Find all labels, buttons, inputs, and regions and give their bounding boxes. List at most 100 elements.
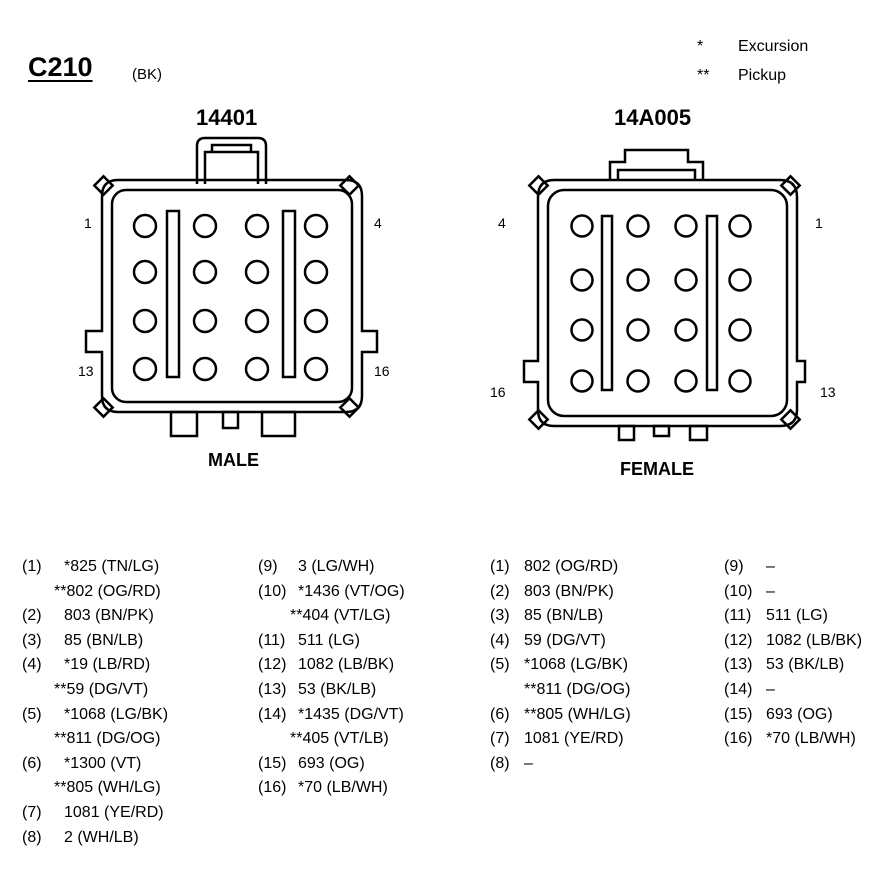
- circuit-wire: 1082 (LB/BK): [298, 656, 395, 674]
- legend-label-pickup: Pickup: [738, 67, 787, 84]
- circuit-pin: (1): [22, 558, 42, 575]
- circuit-wire: **404 (VT/LG): [290, 607, 391, 625]
- circuit-pin: (6): [22, 754, 42, 772]
- circuit-wire: *1068 (LG/BK): [64, 705, 169, 723]
- female-pin-label-top-right: 1: [815, 215, 823, 231]
- pin-socket: [728, 268, 752, 292]
- pin-socket: [303, 213, 329, 239]
- legend-symbol-excursion: *: [697, 38, 704, 55]
- circuit-pin: (13): [258, 681, 287, 698]
- pin-socket: [192, 308, 218, 334]
- pin-socket: [674, 214, 698, 238]
- circuit-pin: (3): [490, 607, 510, 625]
- pin-socket: [244, 259, 270, 285]
- pin-socket: [192, 213, 218, 239]
- circuit-pin: (15): [724, 705, 753, 723]
- pin-socket: [132, 356, 158, 382]
- pin-socket: [570, 369, 594, 393]
- male-pin-label-top-right: 4: [374, 215, 382, 231]
- circuit-wire: *19 (LB/RD): [64, 656, 151, 674]
- female-part-number: 14A005: [614, 105, 692, 130]
- pin-socket: [626, 318, 650, 342]
- pin-socket: [626, 369, 650, 393]
- circuit-wire: **811 (DG/OG): [54, 730, 161, 748]
- circuit-wire: *825 (TN/LG): [64, 558, 160, 575]
- circuit-pin: (8): [490, 754, 510, 772]
- pin-socket: [303, 308, 329, 334]
- pin-socket: [728, 318, 752, 342]
- circuit-pin: (5): [490, 656, 510, 674]
- pin-socket: [244, 308, 270, 334]
- circuit-wire: 53 (BK/LB): [766, 656, 845, 674]
- circuit-wire: *1435 (DG/VT): [298, 705, 404, 723]
- male-pin-label-bottom-right: 16: [374, 363, 390, 379]
- pin-socket: [244, 213, 270, 239]
- circuit-pin: (12): [724, 631, 753, 649]
- female-pin-label-top-left: 4: [498, 215, 506, 231]
- circuit-wire: **59 (DG/VT): [54, 681, 149, 698]
- circuit-wire: 1081 (YE/RD): [64, 804, 164, 821]
- circuit-pin: (16): [724, 730, 753, 748]
- circuit-pin: (16): [258, 779, 287, 797]
- circuit-wire: 511 (LG): [766, 607, 828, 625]
- circuit-pin: (10): [258, 582, 287, 600]
- circuit-wire: *1436 (VT/OG): [298, 582, 405, 600]
- circuit-wire: 2 (WH/LB): [64, 828, 139, 846]
- circuit-wire: 3 (LG/WH): [298, 558, 375, 575]
- circuit-wire: 511 (LG): [298, 631, 360, 649]
- pin-socket: [570, 268, 594, 292]
- pin-socket: [132, 308, 158, 334]
- circuit-wire: 1082 (LB/BK): [766, 631, 863, 649]
- circuit-pin: (7): [22, 804, 42, 821]
- circuit-wire: 59 (DG/VT): [524, 631, 606, 649]
- pin-socket: [570, 318, 594, 342]
- circuit-pin: (2): [490, 582, 510, 600]
- pin-socket: [626, 268, 650, 292]
- pin-socket: [192, 259, 218, 285]
- legend-label-excursion: Excursion: [738, 38, 809, 55]
- pin-socket: [626, 214, 650, 238]
- circuit-wire: 85 (BN/LB): [64, 631, 144, 649]
- pin-socket: [674, 318, 698, 342]
- circuit-wire: 1081 (YE/RD): [524, 730, 624, 748]
- circuit-pin: (4): [22, 656, 42, 674]
- circuit-wire: *1068 (LG/BK): [524, 656, 629, 674]
- female-label: FEMALE: [620, 459, 694, 479]
- circuit-wire: 803 (BN/PK): [524, 582, 614, 600]
- circuit-wire: 802 (OG/RD): [524, 558, 619, 575]
- circuit-wire: **805 (WH/LG): [54, 779, 161, 797]
- circuit-pin: (12): [258, 656, 287, 674]
- pin-socket: [244, 356, 270, 382]
- connector-color: (BK): [132, 66, 162, 83]
- male-part-number: 14401: [196, 105, 258, 130]
- circuit-pin: (9): [258, 558, 278, 575]
- circuit-wire: –: [766, 681, 775, 698]
- circuit-pin: (8): [22, 828, 42, 846]
- circuit-pin: (10): [724, 582, 753, 600]
- circuit-wire: *70 (LB/WH): [766, 730, 856, 748]
- circuit-wire: 85 (BN/LB): [524, 607, 604, 625]
- pin-socket: [192, 356, 218, 382]
- circuit-wire: 693 (OG): [766, 705, 833, 723]
- circuit-wire: 693 (OG): [298, 754, 365, 772]
- circuit-wire: **405 (VT/LB): [290, 730, 389, 748]
- connector-title: C210: [28, 52, 93, 82]
- circuit-wire: –: [766, 558, 775, 575]
- circuit-pin: (7): [490, 730, 510, 748]
- pin-socket: [303, 356, 329, 382]
- circuit-wire: **805 (WH/LG): [524, 705, 631, 723]
- pin-socket: [728, 369, 752, 393]
- male-pin-label-top-left: 1: [84, 215, 92, 231]
- circuit-wire: 53 (BK/LB): [298, 681, 377, 698]
- circuit-pin: (1): [490, 558, 510, 575]
- pin-socket: [674, 268, 698, 292]
- circuit-pin: (6): [490, 705, 510, 723]
- circuit-wire: –: [524, 754, 533, 772]
- circuit-pin: (3): [22, 631, 42, 649]
- pin-socket: [303, 259, 329, 285]
- circuit-pin: (14): [258, 705, 287, 723]
- circuit-wire: *1300 (VT): [64, 754, 142, 772]
- female-pin-label-bottom-left: 16: [490, 384, 506, 400]
